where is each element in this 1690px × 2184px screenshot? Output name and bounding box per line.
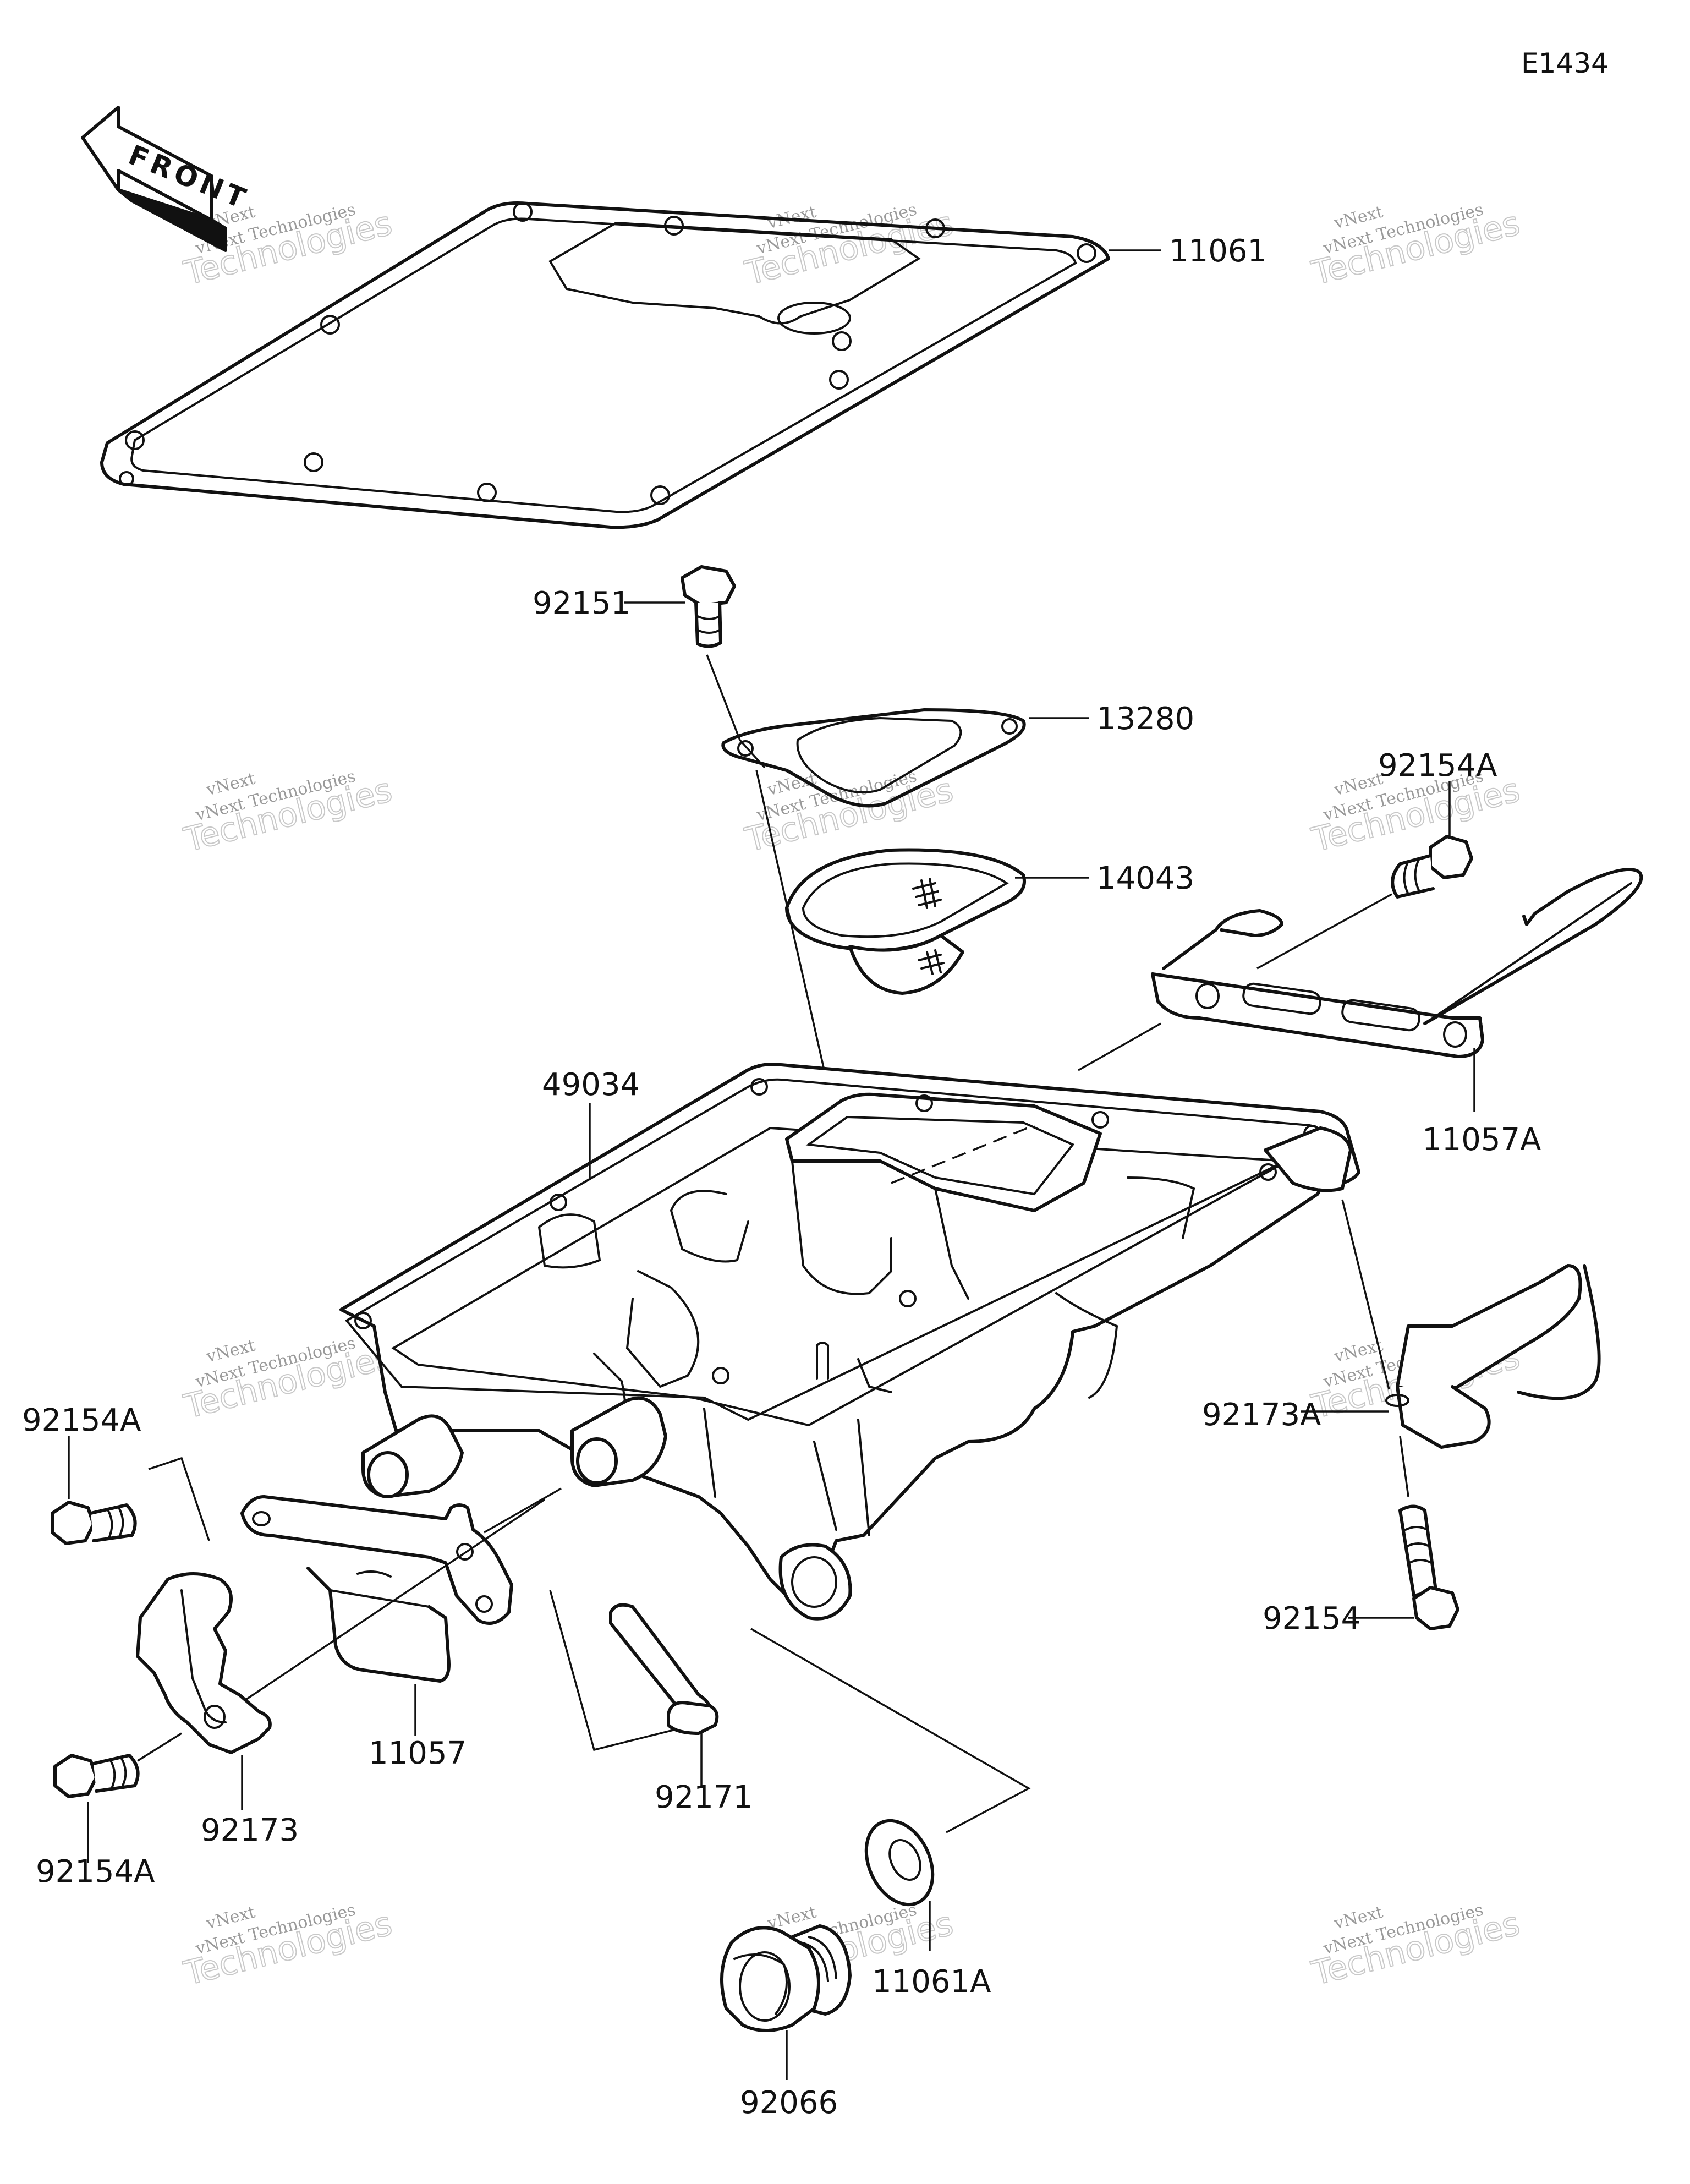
part-number-11057: 11057	[369, 1736, 467, 1771]
part-number-92154: 92154	[1263, 1601, 1360, 1636]
leader-11057a-axis	[1078, 1022, 1161, 1071]
bolt-92154[interactable]	[1398, 1504, 1459, 1630]
oil-pan-gasket[interactable]	[100, 201, 1110, 529]
front-arrow-icon: FRONT	[81, 106, 254, 252]
leader-11057-axis-right	[484, 1487, 562, 1534]
bracket-11057a[interactable]	[1151, 868, 1643, 1058]
part-number-92154a-left-upper: 92154A	[22, 1403, 141, 1438]
leader-92173-axis	[137, 1732, 182, 1762]
leader-92154a-right-axis	[1256, 893, 1392, 970]
watermark: vNext vNext Technologies Technologies	[1307, 1900, 1524, 1994]
leader-drain-axis	[750, 1628, 1031, 1833]
washer-11061a[interactable]	[853, 1810, 945, 1915]
leader-92154a-left-upper-axis	[148, 1457, 210, 1541]
drain-plug-92066[interactable]	[720, 1924, 852, 2032]
oil-strainer[interactable]	[785, 848, 1026, 995]
part-number-92154a-left-lower: 92154A	[36, 1854, 155, 1890]
leader-11057-axis-left	[244, 1498, 545, 1701]
clamp-92173[interactable]	[136, 1572, 272, 1754]
part-number-13280: 13280	[1096, 701, 1194, 737]
part-number-92173: 92173	[201, 1813, 299, 1848]
bracket-11057[interactable]	[240, 1495, 513, 1683]
bolt-92151[interactable]	[681, 565, 736, 648]
leader-92173a-axis	[1341, 1199, 1390, 1390]
leader-92171-axis	[549, 1590, 694, 1751]
strainer-gasket[interactable]	[721, 708, 1026, 808]
bolt-92154a-left-upper[interactable]	[51, 1501, 137, 1545]
clamp-92173a[interactable]	[1385, 1264, 1601, 1449]
part-number-92154a-right: 92154A	[1378, 748, 1497, 784]
bolt-92154a-left-lower[interactable]	[53, 1754, 140, 1798]
watermark: vNext vNext Technologies Technologies	[1307, 200, 1524, 293]
watermark: vNext vNext Technologies Technologies	[179, 1900, 396, 1994]
part-number-92173a: 92173A	[1202, 1397, 1321, 1433]
part-number-11061: 11061	[1169, 233, 1267, 269]
part-number-11057a: 11057A	[1422, 1122, 1541, 1158]
part-number-92171: 92171	[655, 1780, 753, 1815]
hose-clamp-92171[interactable]	[609, 1603, 719, 1735]
part-number-11061a: 11061A	[872, 1964, 991, 2000]
watermark: vNext vNext Technologies Technologies	[740, 767, 957, 860]
part-number-49034: 49034	[542, 1067, 640, 1103]
watermark: vNext vNext Technologies Technologies	[179, 1333, 396, 1427]
leader-92173a-down	[1399, 1436, 1409, 1497]
part-number-92151: 92151	[533, 585, 630, 621]
watermark: vNext vNext Technologies Technologies	[179, 767, 396, 860]
diagram-code: E1434	[1521, 47, 1609, 79]
part-number-92066: 92066	[740, 2085, 838, 2121]
bolt-92154a-right[interactable]	[1391, 835, 1473, 899]
part-number-14043: 14043	[1096, 861, 1194, 896]
leader-92151-axis	[706, 654, 766, 769]
oil-pan[interactable]	[339, 1063, 1360, 1621]
